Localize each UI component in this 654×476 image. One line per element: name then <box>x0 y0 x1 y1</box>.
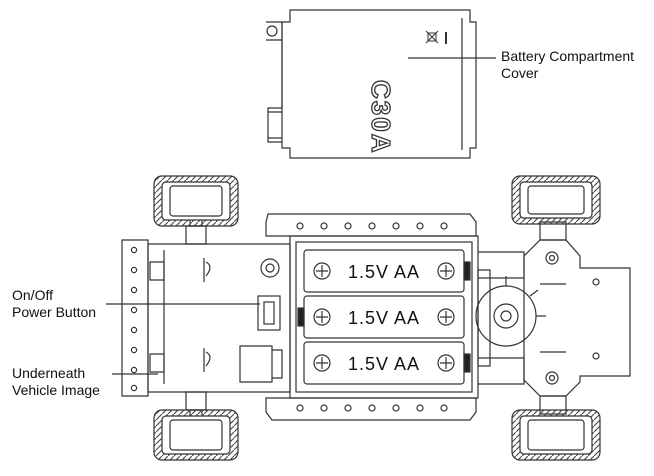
left-bumper <box>121 239 149 397</box>
bumper-holes <box>130 246 138 392</box>
label-underneath-line1: Underneath <box>12 365 86 381</box>
cover-screw-hole-icon <box>266 25 278 37</box>
battery-1 <box>303 249 471 293</box>
battery-2 <box>297 295 465 339</box>
label-cover-line2: Cover <box>501 65 539 81</box>
front-right-tire <box>511 409 601 461</box>
label-cover-line1: Battery Compartment <box>501 48 635 64</box>
left-body <box>147 243 291 393</box>
label-underneath-line2: Vehicle Image <box>12 382 100 398</box>
battery-3-label: 1.5V AA <box>348 354 420 374</box>
battery-2-label: 1.5V AA <box>348 308 420 328</box>
label-power-line1: On/Off <box>12 287 53 303</box>
battery-1-label: 1.5V AA <box>348 262 420 282</box>
vehicle <box>106 175 631 461</box>
rear-left-tire <box>153 175 239 227</box>
battery-3 <box>303 341 471 385</box>
bottom-rail-holes <box>296 404 448 412</box>
power-button[interactable] <box>257 295 281 331</box>
steering-gear <box>475 285 537 347</box>
rear-right-tire <box>153 409 239 461</box>
top-rail-holes <box>296 222 448 230</box>
label-power-line2: Power Button <box>12 304 97 320</box>
top-rail <box>265 213 477 237</box>
front-plate <box>523 239 631 397</box>
battery-cover <box>266 9 496 159</box>
front-left-tire <box>511 175 601 225</box>
cover-marking: C30A <box>366 80 396 154</box>
disposal-mark-icon <box>425 30 447 44</box>
